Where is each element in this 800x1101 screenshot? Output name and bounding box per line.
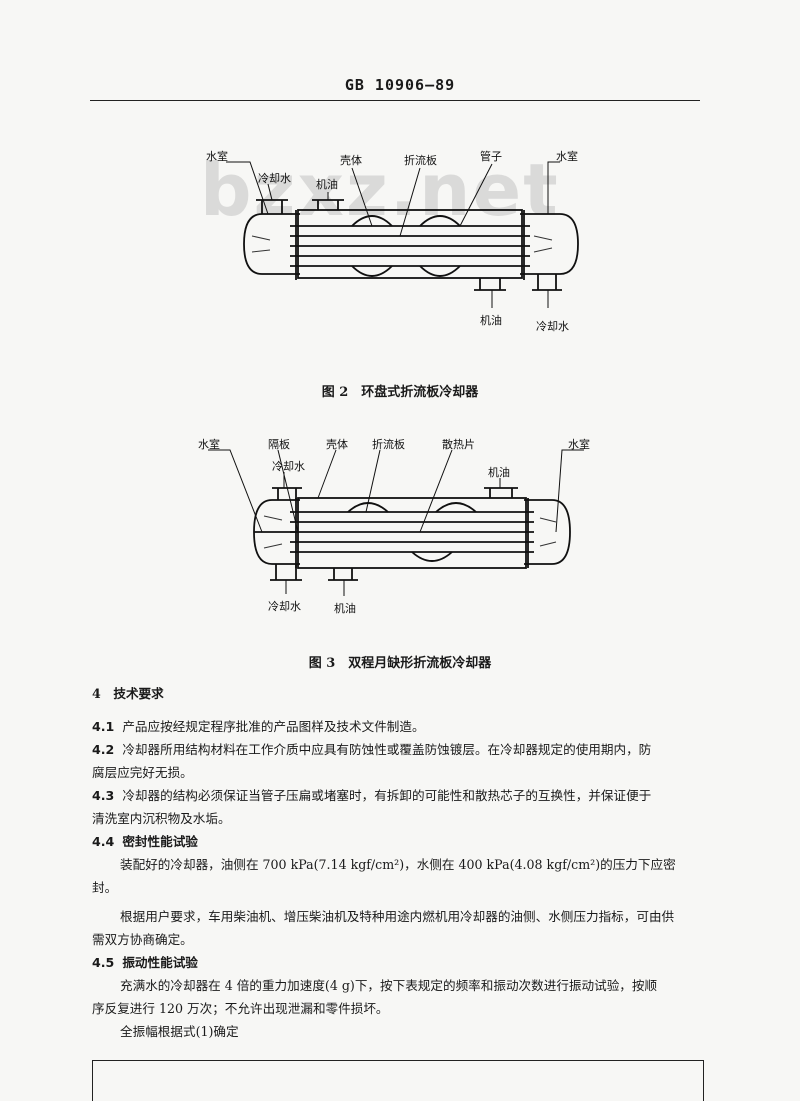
figure-3-diagram: 水室 隔板 壳体 折流板 散热片 水室 冷却水 机油 冷却水 机油 [198,437,590,615]
item-4-5: 4.5 振动性能试验 充满水的冷却器在 4 倍的重力加速度(4 g)下，按下表规定… [92,951,710,1043]
paragraph-line: 序反复进行 120 万次；不允许出现泄漏和零件损坏。 [92,1001,389,1016]
label-shell: 壳体 [326,437,348,451]
clause-text-cont: 清洗室内沉积物及水垢。 [92,811,231,826]
label-oil-top: 机油 [488,465,510,479]
clause-title: 振动性能试验 [122,955,198,970]
label-oil-out: 机油 [480,313,502,327]
label-tube: 管子 [480,149,502,163]
label-cooling-water-out: 冷却水 [536,320,569,333]
clause-number: 4.4 [92,834,115,849]
label-cooling-water-bottom: 冷却水 [268,600,301,613]
item-4-2: 4.2 冷却器所用结构材料在工作介质中应具有防蚀性或覆盖防蚀镀层。在冷却器规定的使… [92,738,710,784]
label-oil-in: 机油 [316,177,338,191]
label-baffle: 折流板 [404,153,437,167]
paragraph-line: 装配好的冷却器，油侧在 700 kPa(7.14 kgf/cm²)，水侧在 40… [120,857,676,872]
label-oil-bottom: 机油 [334,601,356,615]
item-4-3: 4.3 冷却器的结构必须保证当管子压扁或堵塞时，有拆卸的可能性和散热芯子的互换性，… [92,784,710,830]
paragraph-line: 封。 [92,880,118,895]
label-water-chamber-left: 水室 [198,437,220,451]
clause-text: 产品应按经规定程序批准的产品图样及技术文件制造。 [122,719,425,734]
clause-text: 冷却器所用结构材料在工作介质中应具有防蚀性或覆盖防蚀镀层。在冷却器规定的使用期内… [122,742,652,757]
figure-2-diagram: 水室 冷却水 机油 壳体 折流板 管子 水室 机油 冷却水 [206,149,579,333]
label-cooling-water-top: 冷却水 [272,460,305,473]
standard-code: GB 10906—89 [344,76,456,94]
label-baffle: 折流板 [372,437,405,451]
label-partition: 隔板 [268,437,290,451]
table-frame [92,1060,704,1101]
figure-2-caption: 图 2 环盘式折流板冷却器 [321,385,479,400]
paragraph-line: 需双方协商确定。 [92,932,193,947]
clause-title: 密封性能试验 [122,834,198,849]
label-water-chamber-right: 水室 [556,149,578,163]
figure-3-caption: 图 3 双程月缺形折流板冷却器 [308,656,492,671]
clause-number: 4.2 [92,742,115,757]
paragraph-line: 根据用户要求，车用柴油机、增压柴油机及特种用途内燃机用冷却器的油侧、水侧压力指标… [120,909,675,924]
clause-number: 4.3 [92,788,115,803]
section-4: 4 技术要求 4.1 产品应按经规定程序批准的产品图样及技术文件制造。 4.2 冷却… [92,682,710,1043]
clause-text-cont: 腐层应完好无损。 [92,765,193,780]
item-4-4: 4.4 密封性能试验 装配好的冷却器，油侧在 700 kPa(7.14 kgf/c… [92,830,710,951]
section-heading: 4 技术要求 [92,686,164,701]
paragraph-line: 全振幅根据式(1)确定 [120,1024,239,1039]
paragraph-line: 充满水的冷却器在 4 倍的重力加速度(4 g)下，按下表规定的频率和振动次数进行… [120,978,658,993]
label-fin: 散热片 [442,437,475,451]
clause-text: 冷却器的结构必须保证当管子压扁或堵塞时，有拆卸的可能性和散热芯子的互换性，并保证… [122,788,652,803]
header-rule [90,100,700,101]
item-4-1: 4.1 产品应按经规定程序批准的产品图样及技术文件制造。 [92,715,710,738]
clause-number: 4.5 [92,955,115,970]
label-water-chamber-left: 水室 [206,149,228,163]
label-cooling-water-in: 冷却水 [258,172,291,185]
label-water-chamber-right: 水室 [568,437,590,451]
label-shell: 壳体 [340,153,362,167]
clause-number: 4.1 [92,719,115,734]
